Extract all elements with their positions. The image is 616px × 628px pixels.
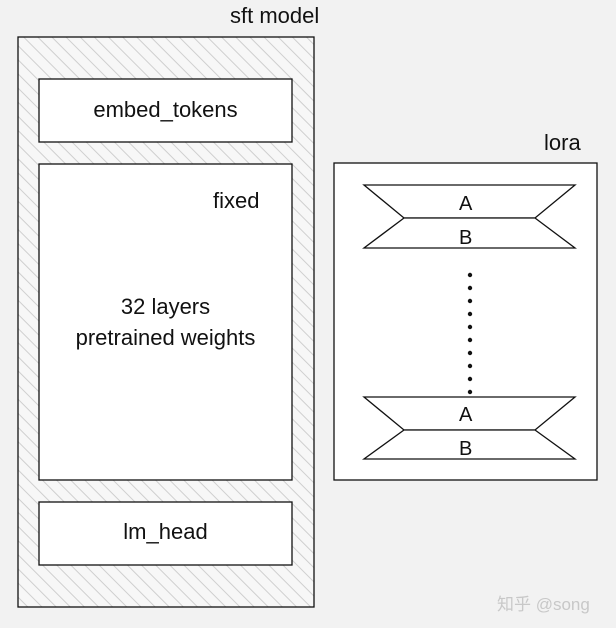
adapter-bottom-a-label: A: [459, 404, 473, 426]
lm-head-box: [38, 501, 293, 566]
ellipsis-dot: [467, 324, 473, 330]
lora-ellipsis: [467, 272, 473, 395]
adapter-top-a-label: A: [459, 193, 473, 215]
adapter-b-shape: [362, 217, 577, 249]
adapter-b-shape: [361, 429, 578, 460]
watermark: 知乎 @song: [497, 595, 590, 614]
ellipsis-dot: [467, 311, 473, 317]
ellipsis-dot: [467, 285, 473, 291]
ellipsis-dot: [467, 389, 473, 395]
ellipsis-dot: [467, 272, 473, 278]
layers-count-label: 32 layers: [120, 294, 211, 319]
ellipsis-dot: [467, 298, 473, 304]
pretrained-weights-label: pretrained weights: [75, 325, 256, 350]
lora-adapter-top: [362, 184, 577, 249]
ellipsis-dot: [467, 376, 473, 382]
embed-tokens-box: [38, 78, 293, 143]
adapter-top-b-label: B: [459, 227, 473, 249]
embed-tokens-label: embed_tokens: [93, 97, 238, 122]
fixed-label: fixed: [213, 188, 260, 213]
layers-box: [38, 163, 293, 481]
ellipsis-dot: [467, 363, 473, 369]
lora-title: lora: [544, 130, 581, 155]
lm-head-label: lm_head: [123, 519, 208, 544]
sft-model-title: sft model: [230, 3, 320, 28]
adapter-bottom-b-label: B: [459, 438, 473, 460]
lora-adapter-bottom: [361, 396, 578, 460]
ellipsis-dot: [467, 350, 473, 356]
ellipsis-dot: [467, 337, 473, 343]
